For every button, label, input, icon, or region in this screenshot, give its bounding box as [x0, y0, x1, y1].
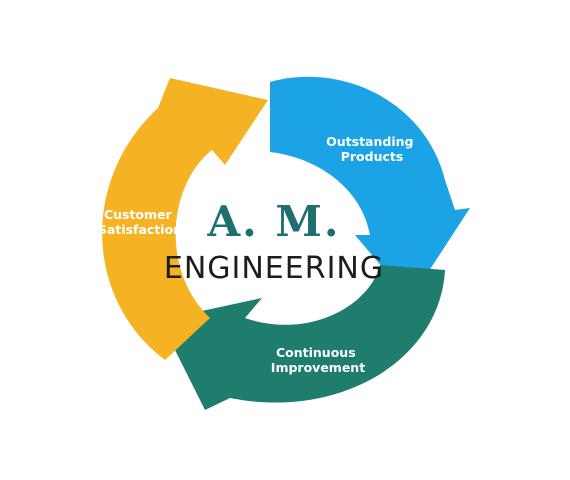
- customer-satisfaction-label-line2: Satisfaction: [98, 222, 182, 237]
- continuous-improvement-label-line1: Continuous: [276, 345, 356, 360]
- customer-satisfaction-arrow: [102, 78, 268, 360]
- customer-satisfaction-label-line1: Customer: [104, 207, 173, 222]
- continuous-improvement-label-line2: Improvement: [271, 360, 365, 375]
- outstanding-products-arrow: [270, 76, 470, 300]
- outstanding-products-label-line2: Products: [341, 149, 404, 164]
- logo-title: A. M.: [207, 197, 341, 246]
- continuous-improvement-arrow: [160, 265, 445, 410]
- logo-subtitle: ENGINEERING: [164, 251, 384, 286]
- svg-text:Continuous Improvement: Continuous Improvement: [271, 345, 365, 375]
- svg-text:Outstanding Products: Outstanding Products: [326, 134, 418, 164]
- outstanding-products-label-line1: Outstanding: [326, 134, 413, 149]
- svg-text:Customer Satisfaction: Customer Satisfaction: [98, 207, 182, 237]
